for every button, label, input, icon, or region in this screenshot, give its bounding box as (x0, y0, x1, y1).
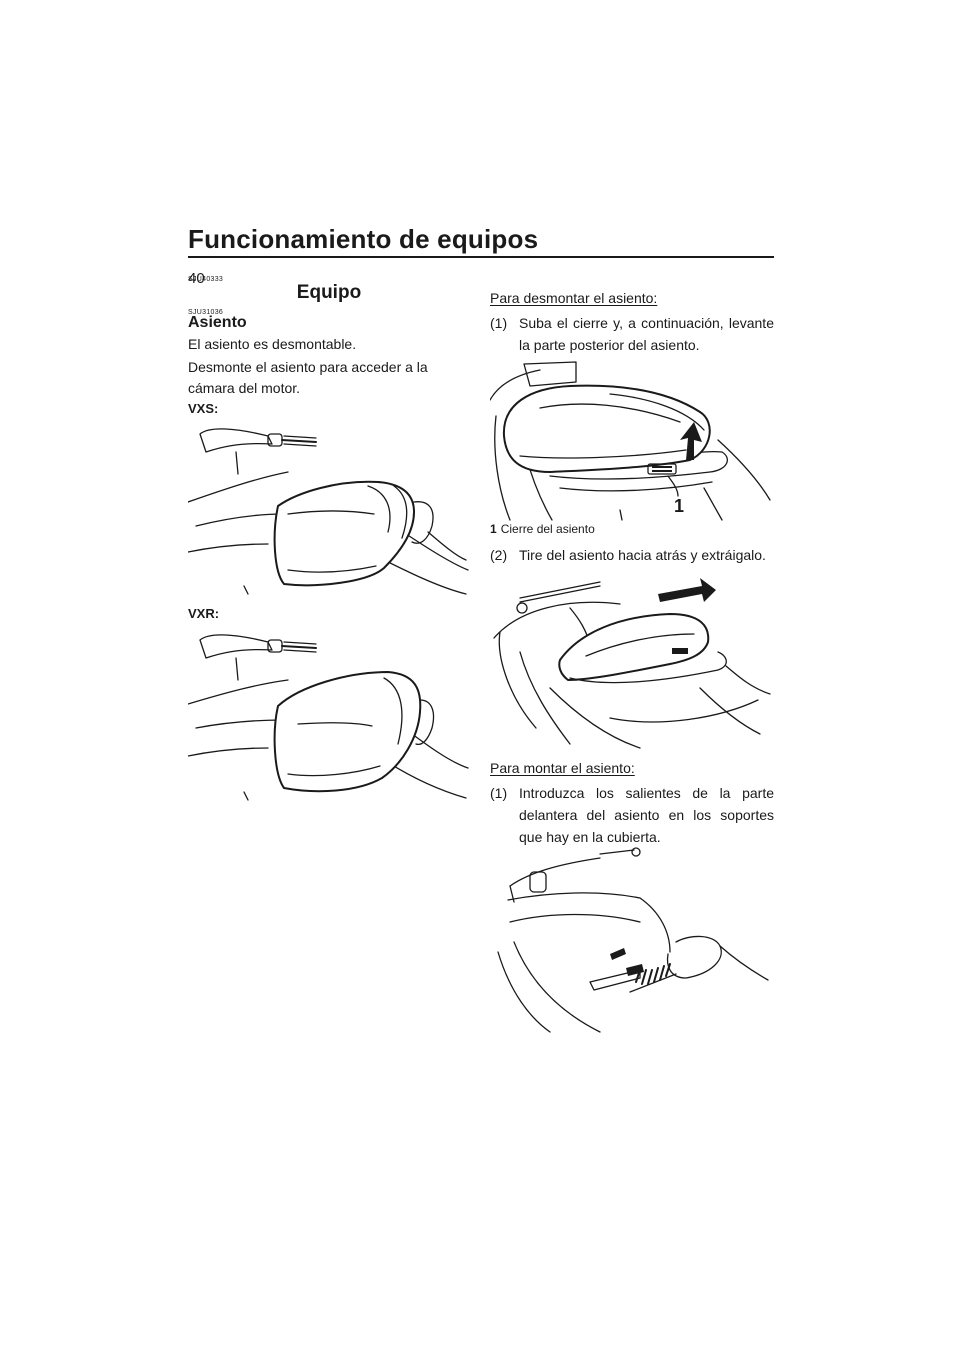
install-step-1: (1) Introduzca los salientes de la parte… (490, 782, 774, 848)
page-header: Funcionamiento de equipos (188, 224, 774, 258)
seat-install-illustration-icon (497, 847, 769, 1033)
step-number: (1) (490, 785, 508, 801)
callout-number-1: 1 (674, 496, 684, 516)
remove-heading: Para desmontar el asiento: (490, 290, 658, 306)
remove-step-2: (2) Tire del asiento hacia atrás y extrá… (490, 544, 774, 566)
step-text: Tire del asiento hacia atrás y extráigal… (519, 547, 766, 563)
section-code: SJU40333 (188, 276, 224, 283)
seat-vxs-illustration-icon (188, 428, 469, 595)
section-title: Equipo (296, 282, 362, 303)
chapter-title: Funcionamiento de equipos (188, 224, 539, 254)
subsection-title: Asiento (188, 314, 247, 331)
page-number: 40 (188, 270, 205, 287)
seat-pull-illustration-icon (493, 578, 771, 749)
step-number: (1) (490, 315, 508, 331)
model-label-vxr: VXR: (188, 606, 220, 621)
caption-text: Cierre del asiento (500, 522, 595, 536)
install-heading: Para montar el asiento: (490, 760, 635, 776)
caption-number: 1 (490, 522, 497, 536)
paragraph-access: Desmonte el asiento para acceder a la cá… (188, 359, 428, 396)
subsection-code: SJU31036 (188, 309, 224, 316)
remove-step-1: (1) Suba el cierre y, a continuación, le… (490, 312, 774, 356)
step-text: Suba el cierre y, a continuación, levant… (519, 315, 774, 353)
step-number: (2) (490, 547, 508, 563)
header-rule (188, 256, 774, 258)
seat-vxr-illustration-icon (188, 634, 469, 801)
paragraph-removable: El asiento es desmontable. (188, 336, 357, 352)
model-label-vxs: VXS: (188, 401, 219, 416)
step-text: Introduzca los salientes de la parte del… (519, 785, 774, 845)
seat-lift-illustration-icon: 1 (490, 361, 771, 521)
